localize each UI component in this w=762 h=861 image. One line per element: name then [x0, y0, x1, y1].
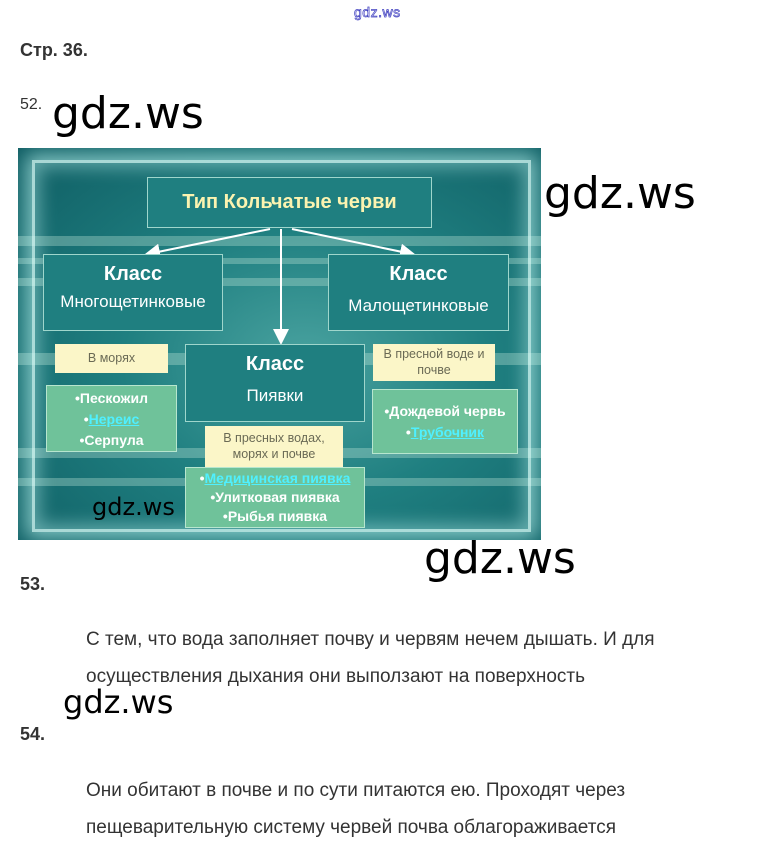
link-tubifex[interactable]: Трубочник: [410, 424, 485, 440]
examples-oligochaeta: •Дождевой червь •Трубочник: [372, 389, 518, 454]
diagram-arrows: [144, 228, 416, 345]
examples-polychaeta: •Пескожил •Нереис •Серпула: [46, 385, 177, 452]
watermark: gdz.ws: [63, 683, 174, 721]
watermark-top: gdz.ws: [354, 4, 401, 21]
habitat-oligochaeta: В пресной воде и почве: [373, 344, 495, 381]
phylum-title-box: Тип Кольчатые черви: [147, 177, 432, 228]
watermark: gdz.ws: [92, 493, 175, 521]
link-nereis[interactable]: Нереис: [88, 411, 140, 427]
watermark: gdz.ws: [52, 88, 204, 139]
page-heading: Стр. 36.: [20, 40, 88, 60]
link-medicinal-leech[interactable]: Медицинская пиявка: [204, 470, 351, 486]
task-53-number: 53.: [20, 574, 46, 594]
task-53-answer: С тем, что вода заполняет почву и червям…: [86, 629, 655, 687]
task-54-number: 54.: [20, 724, 46, 744]
task-54-answer: Они обитают в почве и по сути питаются е…: [86, 780, 626, 838]
habitat-hirudinea: В пресных водах, морях и почве: [205, 426, 343, 467]
habitat-polychaeta: В морях: [55, 344, 168, 373]
watermark: gdz.ws: [424, 533, 576, 584]
examples-hirudinea: •Медицинская пиявка •Улитковая пиявка •Р…: [185, 467, 365, 528]
watermark: gdz.ws: [544, 168, 696, 219]
task-52-number: 52.: [20, 96, 43, 113]
